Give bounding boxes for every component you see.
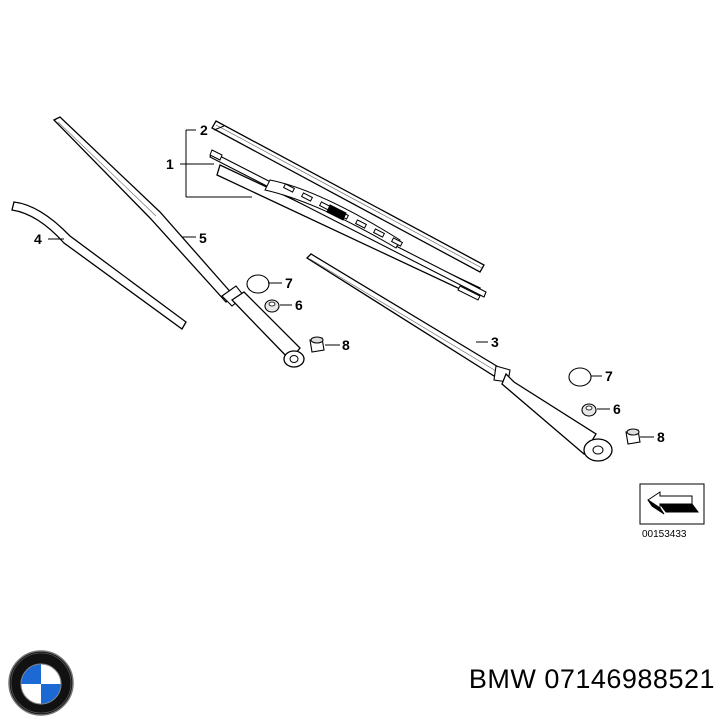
callout-3: 3 [491,334,499,350]
callout-8-left: 8 [342,337,350,353]
direction-indicator [639,483,705,525]
nut-left-part [264,299,280,313]
callout-6-right: 6 [613,401,621,417]
wiper-blade-part [209,149,487,301]
leader-lines [48,236,654,438]
callout-1: 1 [166,156,174,172]
callout-5: 5 [199,230,207,246]
callout-2: 2 [200,122,208,138]
callout-7-right: 7 [605,368,613,384]
direction-arrow-icon [647,491,699,515]
logo-letters: BMW [29,636,52,647]
grommet-right-part [625,428,641,445]
part-number-caption: BMW 07146988521 [468,664,715,694]
callout-7-left: 7 [285,275,293,291]
callout-8-right: 8 [657,429,665,445]
grommet-left-part [309,336,325,353]
bmw-logo: BMW [8,636,74,716]
callout-6-left: 6 [295,297,303,313]
cap-right-part [568,367,592,387]
nut-right-part [581,403,597,417]
drawing-code: 00153433 [642,529,687,540]
callout-bracket [180,125,252,198]
callout-4: 4 [34,231,42,247]
right-wiper-arm-part [305,253,613,462]
spoiler-strip-part [11,201,187,330]
blade-rubber-part [211,120,485,273]
left-wiper-arm-part [52,116,305,368]
cap-left-part [246,274,270,294]
